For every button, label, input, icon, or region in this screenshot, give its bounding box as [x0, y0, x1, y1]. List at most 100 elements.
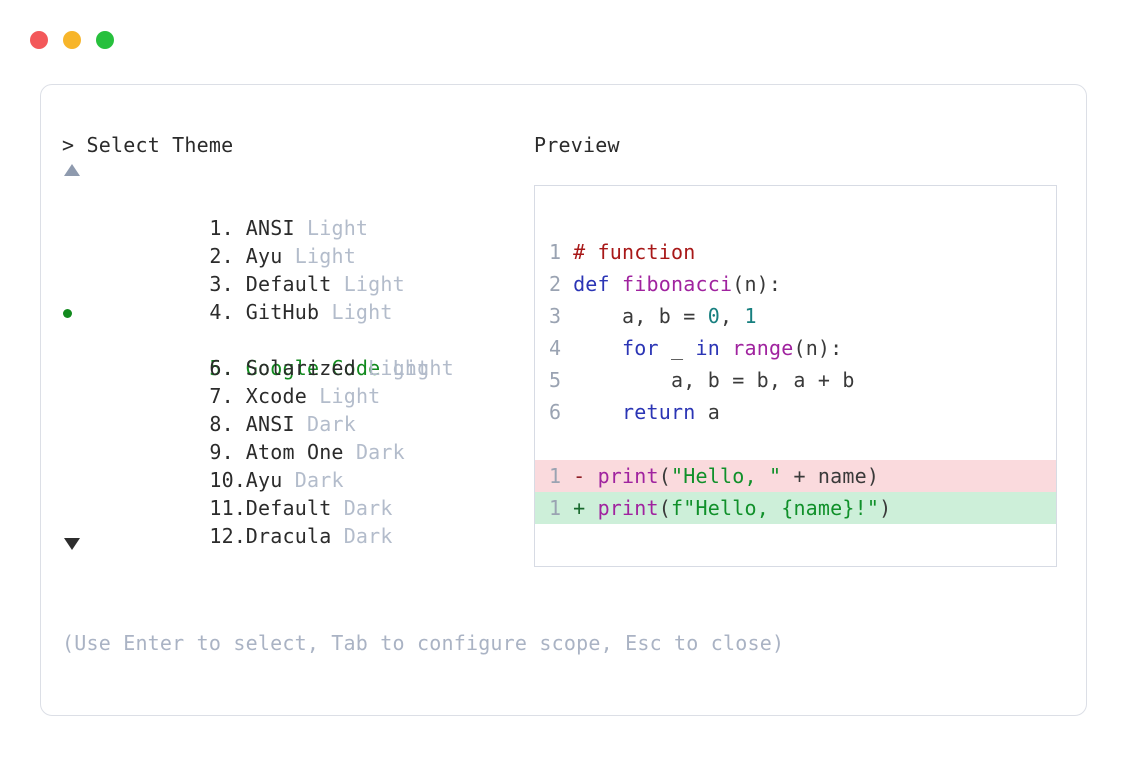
code-token: ) [879, 496, 892, 520]
list-item-index: 6. [209, 356, 234, 380]
list-item-variant: Dark [343, 524, 393, 548]
code-token: (n): [793, 336, 843, 360]
list-item-name: Solarized [245, 356, 356, 380]
theme-picker-card: > Select Theme 1. ANSI Light 2. Ayu Ligh… [40, 84, 1087, 716]
code-token: + name) [781, 464, 880, 488]
list-item[interactable]: 3. Default Light [62, 242, 532, 296]
list-item-index: 9. [209, 440, 234, 464]
diff-line-added: 1 + print(f"Hello, {name}!") [535, 492, 1056, 524]
list-item[interactable]: 1. ANSI Light [62, 186, 532, 240]
code-token: return [622, 400, 696, 424]
line-number: 1 [549, 240, 562, 264]
code-token: ( [658, 464, 672, 488]
list-item-variant: Light [331, 300, 393, 324]
code-token [573, 400, 622, 424]
list-item[interactable]: 9. Atom One Dark [62, 410, 532, 464]
list-item-variant: Light [319, 384, 381, 408]
code-token: f"Hello, {name}!" [671, 496, 880, 520]
list-item-name: Default [245, 272, 332, 296]
list-item-variant: Light [368, 356, 430, 380]
code-token: in [695, 336, 720, 360]
list-item-name: Dracula [245, 524, 332, 548]
code-token: print [597, 464, 659, 488]
prompt-caret-icon: > [62, 133, 75, 157]
list-item[interactable]: 4. GitHub Light [62, 270, 532, 324]
selected-bullet-icon [63, 309, 72, 318]
list-item-variant: Light [294, 244, 356, 268]
line-number: 3 [549, 304, 562, 328]
code-token [720, 336, 732, 360]
scroll-down-arrow-icon[interactable] [64, 538, 80, 550]
line-number: 1 [549, 464, 562, 488]
list-item[interactable]: 6. Solarized Light [62, 326, 532, 380]
list-item-name: Default [245, 496, 332, 520]
code-token: a, b = b, a + b [573, 368, 855, 392]
code-token: ( [658, 496, 672, 520]
code-line: 3 a, b = 0, 1 [535, 300, 1056, 332]
window-titlebar [30, 31, 114, 49]
list-item[interactable]: 11. Default Dark [62, 466, 532, 520]
code-token: fibonacci [622, 272, 733, 296]
line-number: 5 [549, 368, 562, 392]
list-item[interactable]: 7. Xcode Light [62, 354, 532, 408]
list-item-selected[interactable]: 5. Google Code Light [62, 298, 532, 380]
list-item-variant: Light [392, 356, 454, 380]
list-item[interactable]: 2. Ayu Light [62, 214, 532, 268]
list-item-index: 1. [209, 216, 234, 240]
list-item-name: Google Code [245, 356, 381, 380]
keyboard-hint: (Use Enter to select, Tab to configure s… [62, 631, 785, 655]
list-item-variant: Dark [294, 468, 344, 492]
code-token: a [695, 400, 720, 424]
list-item-name: Ayu [245, 244, 283, 268]
preview-label: Preview [534, 133, 620, 157]
code-line: 2 def fibonacci(n): [535, 268, 1056, 300]
code-line: 4 for _ in range(n): [535, 332, 1056, 364]
list-item-name: GitHub [245, 300, 320, 324]
code-token: (n): [732, 272, 782, 296]
theme-list: 1. ANSI Light 2. Ayu Light 3. Default Li… [62, 186, 532, 548]
code-line: 1# function [535, 236, 1056, 268]
page-title: Select Theme [74, 133, 234, 157]
diff-line-removed: 1- print("Hello, " + name) [535, 460, 1056, 492]
list-item-name: ANSI [245, 216, 295, 240]
list-item-variant: Light [306, 216, 369, 240]
list-item-variant: Dark [306, 412, 356, 436]
list-item-name: Xcode [245, 384, 307, 408]
list-item-index: 4. [209, 300, 234, 324]
maximize-window-button[interactable] [96, 31, 114, 49]
prompt-row: > Select Theme [62, 132, 532, 158]
line-number: 2 [549, 272, 562, 296]
list-item-name: Atom One [245, 440, 344, 464]
line-number: 1 [549, 496, 562, 520]
list-item-index: 3. [209, 272, 234, 296]
code-token: 0 [707, 304, 720, 328]
list-item-name: Ayu [245, 468, 283, 492]
code-blank-line [535, 428, 1056, 460]
close-window-button[interactable] [30, 31, 48, 49]
list-item[interactable]: 10. Ayu Dark [62, 438, 532, 492]
theme-selector-panel: > Select Theme 1. ANSI Light 2. Ayu Ligh… [62, 132, 532, 550]
list-item-index: 8. [209, 412, 234, 436]
list-item-index: 2. [209, 244, 234, 268]
diff-sign: + [573, 496, 586, 520]
list-item[interactable]: 8. ANSI Dark [62, 382, 532, 436]
code-token: range [732, 336, 794, 360]
code-token: print [597, 496, 659, 520]
list-item-index: 7. [209, 384, 234, 408]
list-item[interactable]: 12. Dracula Dark [62, 494, 532, 548]
line-number: 6 [549, 400, 562, 424]
scroll-up-arrow-icon[interactable] [64, 164, 80, 176]
minimize-window-button[interactable] [63, 31, 81, 49]
code-token [573, 336, 622, 360]
list-item-variant: Dark [343, 496, 393, 520]
code-token: _ [658, 336, 696, 360]
code-token: , [719, 304, 745, 328]
list-item-variant: Dark [355, 440, 405, 464]
code-token: for [622, 336, 659, 360]
code-line: 6 return a [535, 396, 1056, 428]
list-item-name: ANSI [245, 412, 295, 436]
code-token: def [573, 272, 623, 296]
list-item-index: 5. [209, 356, 234, 380]
